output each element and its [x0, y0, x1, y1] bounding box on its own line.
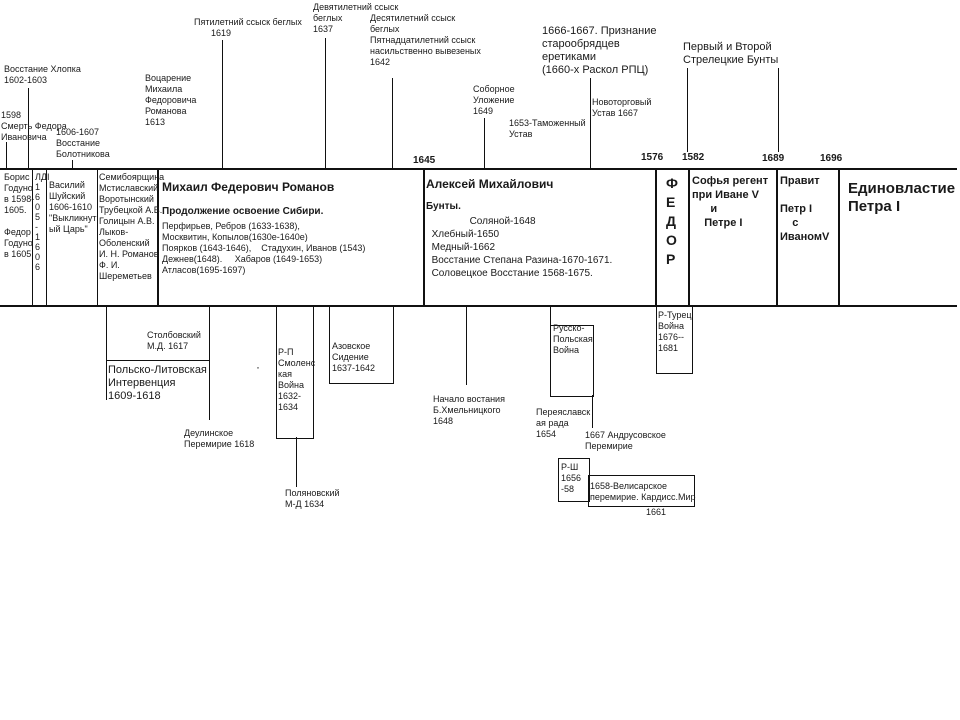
mikhail-title: Михаил Федерович Романов — [162, 180, 335, 194]
khlopko-tick — [28, 88, 29, 168]
separator-false-dmitry — [46, 168, 47, 305]
mikhail-list: Перфирьев, Ребров (1633-1638), Москвитин… — [162, 221, 366, 275]
russo-swedish-label: Р-Ш 1656 -58 — [561, 462, 582, 494]
polish-intervention-label: Польско-Литовская Интервенция 1609-1618 — [108, 364, 207, 402]
streltsy-label: Первый и Второй Стрелецкие Бунты — [683, 41, 779, 66]
alexei-riot-line: Хлебный-1650 — [431, 229, 500, 240]
nine-year-search-label: Девятилетний ссыск беглых 1637 — [313, 2, 399, 34]
five-year-tick — [222, 40, 223, 168]
ten-year-tick — [392, 78, 393, 168]
separator-alexei — [655, 168, 657, 305]
dot-mark: · — [256, 360, 260, 374]
russo-turkish-box — [656, 305, 693, 374]
customs-label: 1653-Таможенный Устав — [509, 118, 586, 139]
alexei-riot-line: Медный-1662 — [431, 242, 496, 253]
old-believers-tick — [590, 78, 591, 168]
valiesar-label: 1658-Велисарское перемирие. Кардисс.Мир — [590, 481, 696, 502]
year-1696: 1696 — [820, 153, 843, 164]
nine-year-tick — [325, 38, 326, 168]
sofia-cell: Софья регент при Иване V и Петре I — [692, 175, 769, 229]
bolotnikov-tick — [72, 160, 73, 168]
year-1676: 1576 — [641, 152, 664, 163]
deulino-label: Деулинское Перемирие 1618 — [184, 428, 255, 449]
intervention-bracket — [106, 360, 210, 361]
russo-polish-label: Русско- Польская Война — [553, 323, 593, 355]
sobornoe-tick — [484, 118, 485, 168]
alexei-riot-line: Восстание Степана Разина-1670-1671. — [431, 255, 613, 266]
intervention-end-tick — [209, 305, 210, 420]
polyanovka-label: Поляновский М-Д 1634 — [285, 488, 340, 509]
stolbovo-label: Столбовский М.Д. 1617 — [147, 330, 201, 351]
year-1689: 1689 — [762, 153, 785, 164]
intervention-tick — [106, 305, 107, 400]
separator-mikhail — [423, 168, 425, 305]
timeline-band — [0, 168, 957, 307]
year-1645: 1645 — [413, 155, 436, 166]
azov-box — [329, 305, 394, 384]
alexei-riot-line: Соляной-1648 — [469, 216, 536, 227]
uprising-khlopko-label: Восстание Хлопка 1602-1603 — [4, 64, 81, 85]
polyanovka-tick — [296, 437, 297, 487]
separator-seven-boyars — [157, 168, 159, 305]
pereyaslav-label: Переяславск ая рада 1654 — [536, 407, 591, 439]
streltsy-tick-1 — [687, 68, 688, 152]
mikhail-subtitle: Продолжение освоение Сибири. — [162, 206, 324, 217]
alexei-title: Алексей Михайлович — [426, 177, 554, 191]
streltsy-tick-2 — [778, 68, 779, 152]
separator-boris — [32, 168, 33, 305]
smolensk-war-label: Р-П Смоленс кая Война 1632- 1634 — [278, 347, 316, 412]
ten-year-search-label: Десятилетний ссыск беглых Пятнадцатилетн… — [370, 13, 481, 67]
khmelnitsky-label: Начало востания Б.Хмельницкого 1648 — [433, 394, 505, 426]
khmelnitsky-tick — [466, 305, 467, 385]
alexei-riot-line: Соловецкое Восстание 1568-1675. — [431, 268, 593, 279]
russo-turkish-label: Р-Турец Война 1676-- 1681 — [658, 310, 692, 353]
andrusovo-label: 1667 Андрусовское Перемирие — [585, 430, 666, 451]
old-believers-label: 1666-1667. Признание старообрядцев ерети… — [542, 25, 657, 76]
separator-fedor — [688, 168, 690, 305]
death-fedor-label: 1598 Смерть Федора Ивановича — [1, 110, 67, 142]
shuisky-cell: Василий Шуйский 1606-1610 "Выкликнут ый … — [49, 180, 97, 234]
five-year-search-year: 1619 — [211, 28, 232, 38]
pravit-cell: Правит Петр I с ИваномV — [780, 175, 830, 243]
peter-cell: Единовластие Петра I — [848, 180, 956, 215]
smolensk-war-box — [276, 305, 314, 439]
azov-label: Азовское Сидение 1637-1642 — [332, 341, 376, 373]
valiesar-box — [588, 475, 695, 507]
russo-polish-tick — [550, 305, 551, 325]
boris-cell: Борис Годуно в 1598- 1605. Федор Годуно … — [4, 172, 35, 259]
sobornoe-label: Соборное Уложение 1649 — [473, 84, 515, 116]
valiesar-year: 1661 — [646, 507, 667, 517]
bolotnikov-label: 1606-1607 Восстание Болотникова — [56, 127, 110, 159]
seven-boyars-cell: Семибоярщина Мстиславский Воротынский Тр… — [99, 172, 165, 281]
mikhail-accession-label: Воцарение Михаила Федоровича Романова 16… — [145, 73, 197, 127]
false-dmitry-cell: ЛДI 1 6 0 5 - 1 6 0 6 — [35, 172, 50, 272]
separator-pravit — [838, 168, 840, 305]
death-fedor-tick — [6, 142, 7, 168]
russo-swedish-box — [558, 458, 590, 502]
fedor-cell: Ф Е Д О Р — [666, 175, 678, 267]
russo-polish-box — [550, 325, 594, 397]
five-year-search-label: Пятилетний ссыск беглых — [194, 17, 302, 27]
alexei-riots-label: Бунты. — [426, 201, 461, 212]
separator-sofia — [776, 168, 778, 305]
trade-charter-label: Новоторговый Устав 1667 — [592, 97, 652, 118]
year-1682: 1582 — [682, 152, 705, 163]
separator-shuisky — [97, 168, 98, 305]
andrusovo-tick — [592, 395, 593, 428]
